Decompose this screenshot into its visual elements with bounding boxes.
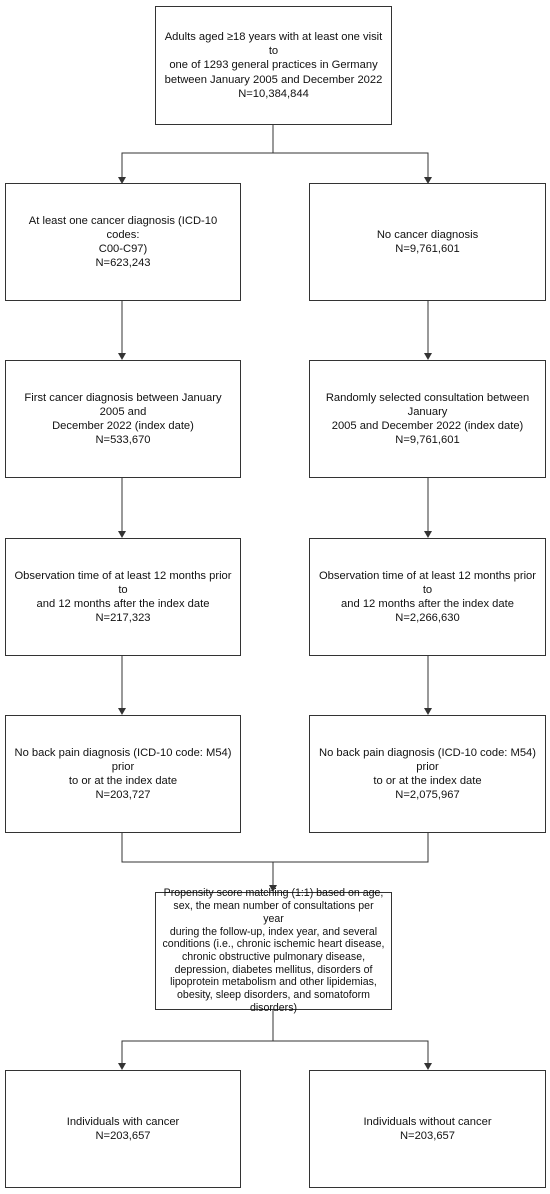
arrowhead [118, 1063, 126, 1070]
box-study-population-text: Adults aged ≥18 years with at least one … [164, 30, 383, 100]
box-first-cancer-diagnosis-text: First cancer diagnosis between January 2… [24, 391, 222, 447]
box-no-back-pain-left: No back pain diagnosis (ICD-10 code: M54… [5, 715, 241, 833]
box-random-consultation-text: Randomly selected consultation between J… [325, 391, 530, 447]
box-propensity-matching: Propensity score matching (1:1) based on… [155, 887, 392, 1014]
connector-top-split [121, 152, 429, 183]
box-no-cancer-diagnosis: No cancer diagnosis N=9,761,601 [309, 183, 546, 301]
box-first-cancer-diagnosis: First cancer diagnosis between January 2… [5, 360, 241, 478]
box-observation-right: Observation time of at least 12 months p… [309, 538, 546, 656]
box-study-population: Adults aged ≥18 years with at least one … [155, 6, 392, 125]
box-propensity-matching-text: Propensity score matching (1:1) based on… [162, 887, 385, 1014]
box-observation-left: Observation time of at least 12 months p… [5, 538, 241, 656]
box-individuals-without-cancer: Individuals without cancer N=203,657 [309, 1070, 546, 1188]
arrowhead [424, 1063, 432, 1070]
box-no-back-pain-right: No back pain diagnosis (ICD-10 code: M54… [309, 715, 546, 833]
box-observation-right-text: Observation time of at least 12 months p… [318, 569, 536, 625]
box-cancer-diagnosis-text: At least one cancer diagnosis (ICD-10 co… [28, 214, 218, 270]
box-observation-left-text: Observation time of at least 12 months p… [14, 569, 232, 625]
box-no-back-pain-left-text: No back pain diagnosis (ICD-10 code: M54… [14, 746, 232, 802]
box-random-consultation: Randomly selected consultation between J… [309, 360, 546, 478]
arrowhead [118, 531, 126, 538]
box-no-cancer-diagnosis-text: No cancer diagnosis N=9,761,601 [376, 228, 479, 255]
box-individuals-without-cancer-text: Individuals without cancer N=203,657 [363, 1115, 492, 1142]
box-individuals-with-cancer-text: Individuals with cancer N=203,657 [66, 1115, 180, 1142]
arrowhead [118, 353, 126, 360]
connector-bottom-split [121, 1040, 429, 1069]
arrowhead [118, 708, 126, 715]
arrowhead [424, 177, 432, 184]
arrowhead [118, 177, 126, 184]
connector-merge [121, 833, 429, 863]
arrowhead [424, 708, 432, 715]
box-cancer-diagnosis: At least one cancer diagnosis (ICD-10 co… [5, 183, 241, 301]
arrowhead [424, 531, 432, 538]
arrowhead [269, 885, 277, 892]
arrowhead [424, 353, 432, 360]
box-individuals-with-cancer: Individuals with cancer N=203,657 [5, 1070, 241, 1188]
box-no-back-pain-right-text: No back pain diagnosis (ICD-10 code: M54… [318, 746, 537, 802]
